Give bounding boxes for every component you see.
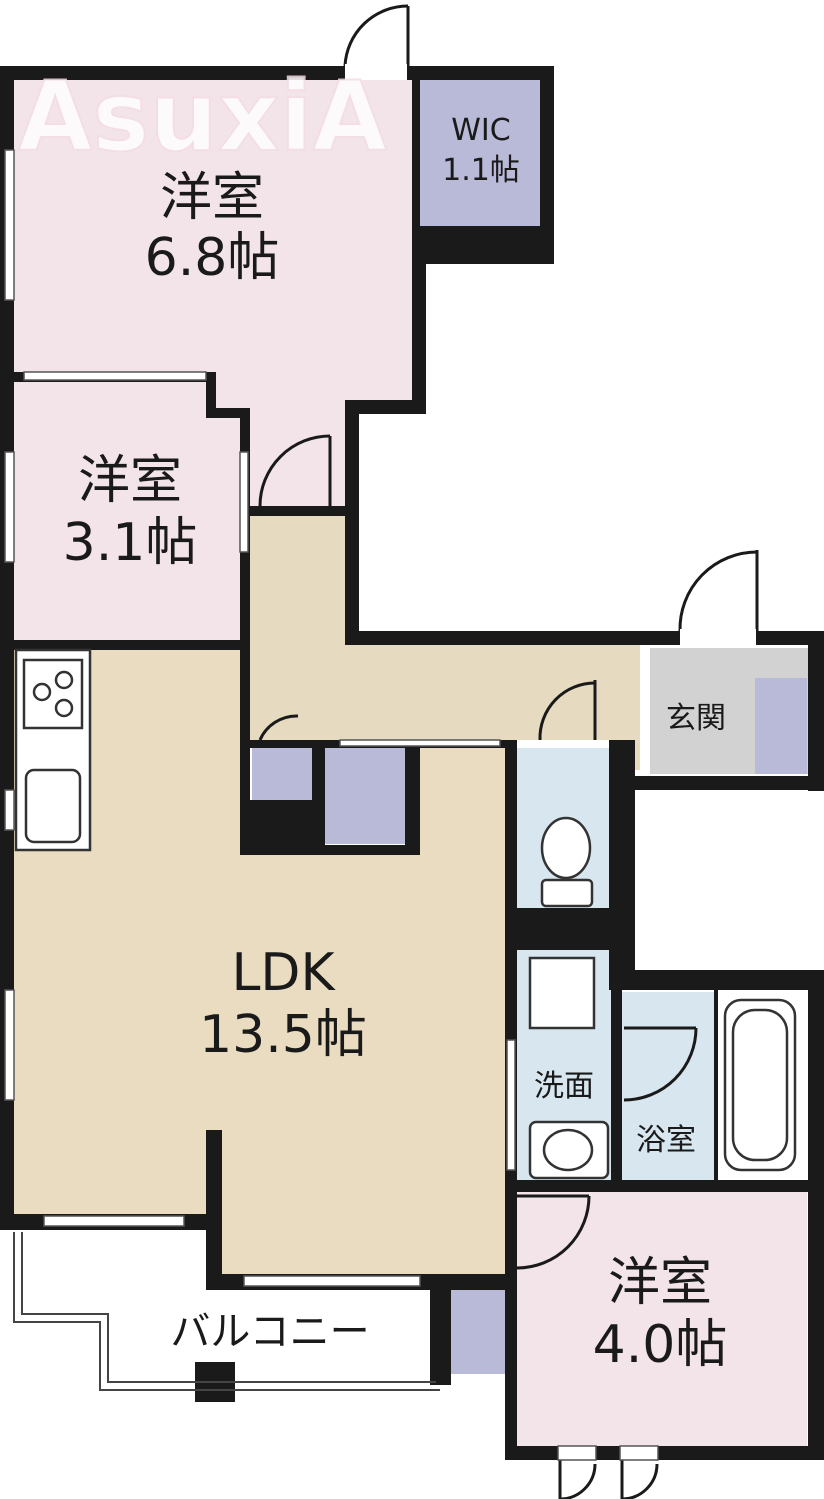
ldk-name: LDK (231, 943, 336, 1003)
doors (258, 4, 759, 1499)
balcony-name: バルコニー (170, 1309, 369, 1355)
bedroom-main-name: 洋室 (160, 168, 264, 228)
bedroom-small-size: 3.1帖 (63, 513, 198, 573)
bedroom-south-fill (515, 1192, 807, 1446)
entrance-shoe-cabinet (755, 678, 807, 774)
bedroom-small-fill (14, 382, 240, 640)
ldk-fill (14, 648, 505, 1275)
wic-name: WIC (451, 113, 510, 148)
ldk-size: 13.5帖 (199, 1005, 367, 1065)
room-labels: 洋室 6.8帖 WIC 1.1帖 洋室 3.1帖 玄関 LDK 13.5帖 洗面… (63, 113, 728, 1375)
kitchen-sink (24, 768, 82, 844)
entrance-name: 玄関 (666, 701, 726, 736)
balcony-railing (13, 1232, 440, 1391)
balcony-fill (14, 1230, 440, 1385)
fixtures (14, 648, 797, 1180)
washroom-name: 洗面 (534, 1069, 594, 1104)
bedroom-south-name: 洋室 (608, 1253, 712, 1313)
watermark: AsuxiA (18, 61, 387, 173)
hallway-fill (250, 516, 640, 770)
closet-b-fill (325, 748, 405, 844)
walls (0, 66, 824, 1460)
washer-pan (528, 956, 596, 1030)
stove (22, 658, 84, 730)
windows (4, 149, 516, 1287)
toilet-bowl (540, 816, 592, 880)
closet-c-fill (451, 1290, 506, 1374)
room-fills (14, 80, 810, 1446)
wic-fill (420, 80, 540, 226)
bathroom-name: 浴室 (636, 1123, 696, 1158)
bedroom-main-fill (14, 80, 412, 510)
bedroom-main-size: 6.8帖 (145, 228, 280, 288)
bedroom-south-size: 4.0帖 (593, 1315, 728, 1375)
bedroom-small-name: 洋室 (78, 451, 182, 511)
closet-a-fill (252, 748, 312, 800)
wic-size: 1.1帖 (442, 153, 520, 188)
